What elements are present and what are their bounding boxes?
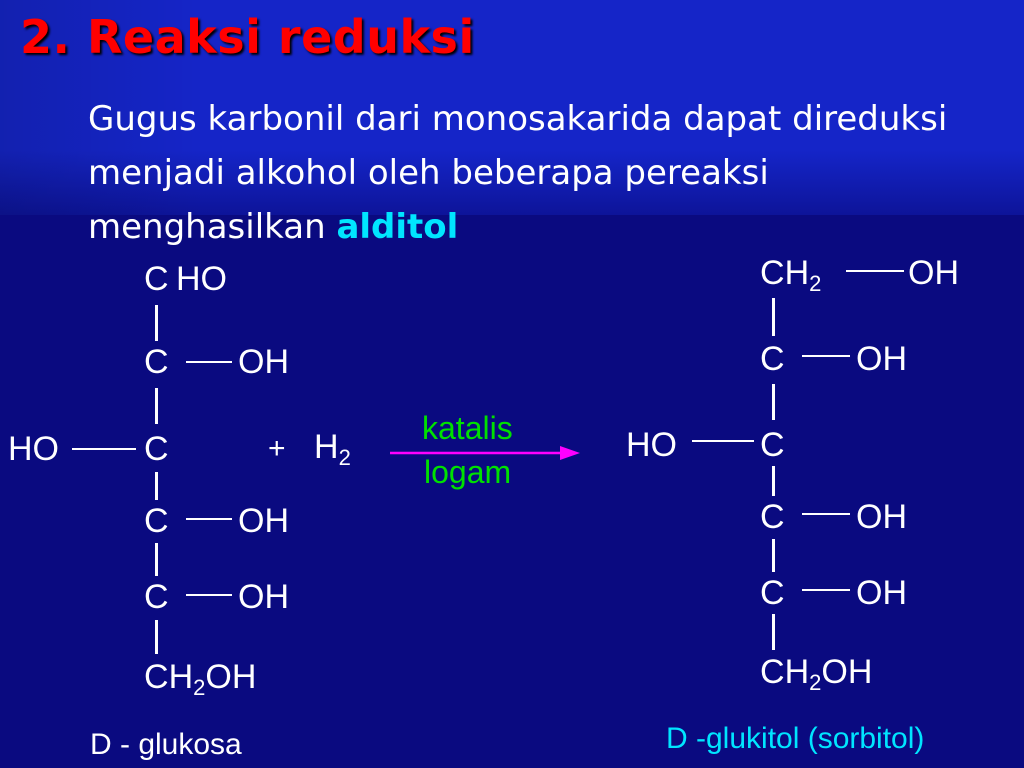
paragraph-text: Gugus karbonil dari monosakarida dapat d…	[88, 99, 948, 247]
slide-title: 2. Reaksi reduksi	[20, 10, 475, 64]
product-oh1: OH	[908, 254, 959, 292]
product-bond-v2	[772, 384, 775, 420]
product-c1-sub: 2	[809, 271, 822, 296]
reactant-bond-h4	[186, 518, 232, 520]
reactant-c6-oh: OH	[205, 658, 257, 696]
reactant-c1: C	[144, 260, 169, 298]
product-oh4: OH	[856, 498, 907, 536]
product-bond-v3	[772, 466, 775, 496]
reactant-caption: D - glukosa	[90, 728, 242, 761]
product-c1-h: H	[784, 254, 810, 292]
product-c2: C	[760, 340, 785, 378]
product-bond-h4	[802, 513, 850, 515]
reactant-cho: HO	[176, 260, 227, 298]
hydrogen-h: H	[314, 428, 339, 466]
plus-sign: +	[268, 432, 286, 465]
product-bond-h5	[802, 589, 850, 591]
reactant-c6: CH2OH	[144, 660, 256, 699]
reactant-bond-h5	[186, 594, 232, 596]
product-c6-h: H	[784, 653, 810, 691]
reaction-arrow-head	[560, 446, 580, 460]
header-panel	[0, 0, 1024, 215]
reactant-bond-v3	[155, 472, 158, 500]
product-oh2: OH	[856, 340, 907, 378]
reactant-oh2: OH	[238, 343, 289, 381]
product-bond-h1	[846, 270, 904, 272]
product-c6-sub: 2	[809, 670, 822, 695]
product-c6-c: C	[760, 653, 785, 691]
reactant-oh5: OH	[238, 578, 289, 616]
product-bond-v5	[772, 614, 775, 650]
product-oh5: OH	[856, 574, 907, 612]
product-ho3: HO	[626, 426, 677, 464]
reaction-arrow	[390, 446, 580, 460]
product-c4: C	[760, 498, 785, 536]
arrow-label-bottom: logam	[424, 454, 512, 490]
product-c6-oh: OH	[821, 653, 873, 691]
reactant-c6-c: C	[144, 658, 169, 696]
reactant-bond-v1	[155, 305, 158, 341]
product-bond-v1	[772, 298, 775, 336]
product-bond-h3	[692, 440, 754, 442]
product-bond-v4	[772, 539, 775, 572]
product-c1: CH2	[760, 256, 821, 295]
slide-paragraph: Gugus karbonil dari monosakarida dapat d…	[88, 92, 988, 254]
reactant-c4: C	[144, 502, 169, 540]
paragraph-keyword: alditol	[336, 207, 459, 247]
product-c3: C	[760, 426, 785, 464]
reactant-bond-h3	[72, 448, 136, 450]
reactant-c2: C	[144, 343, 169, 381]
hydrogen-reagent: H2	[314, 430, 351, 469]
reactant-c6-sub: 2	[193, 675, 206, 700]
reactant-bond-v2	[155, 388, 158, 424]
hydrogen-sub: 2	[338, 445, 351, 470]
reactant-bond-v4	[155, 543, 158, 576]
reactant-c5: C	[144, 578, 169, 616]
product-c5: C	[760, 574, 785, 612]
reactant-ho3: HO	[8, 430, 59, 468]
reactant-oh4: OH	[238, 502, 289, 540]
reactant-c6-h: H	[168, 658, 194, 696]
header-shade	[0, 0, 1024, 215]
reactant-bond-h2	[186, 361, 232, 363]
product-bond-h2	[802, 355, 850, 357]
product-c6: CH2OH	[760, 655, 872, 694]
product-c1-c: C	[760, 254, 785, 292]
reactant-c3: C	[144, 430, 169, 468]
arrow-label-top: katalis	[422, 410, 513, 446]
product-caption: D -glukitol (sorbitol)	[666, 722, 925, 755]
reactant-bond-v5	[155, 620, 158, 654]
